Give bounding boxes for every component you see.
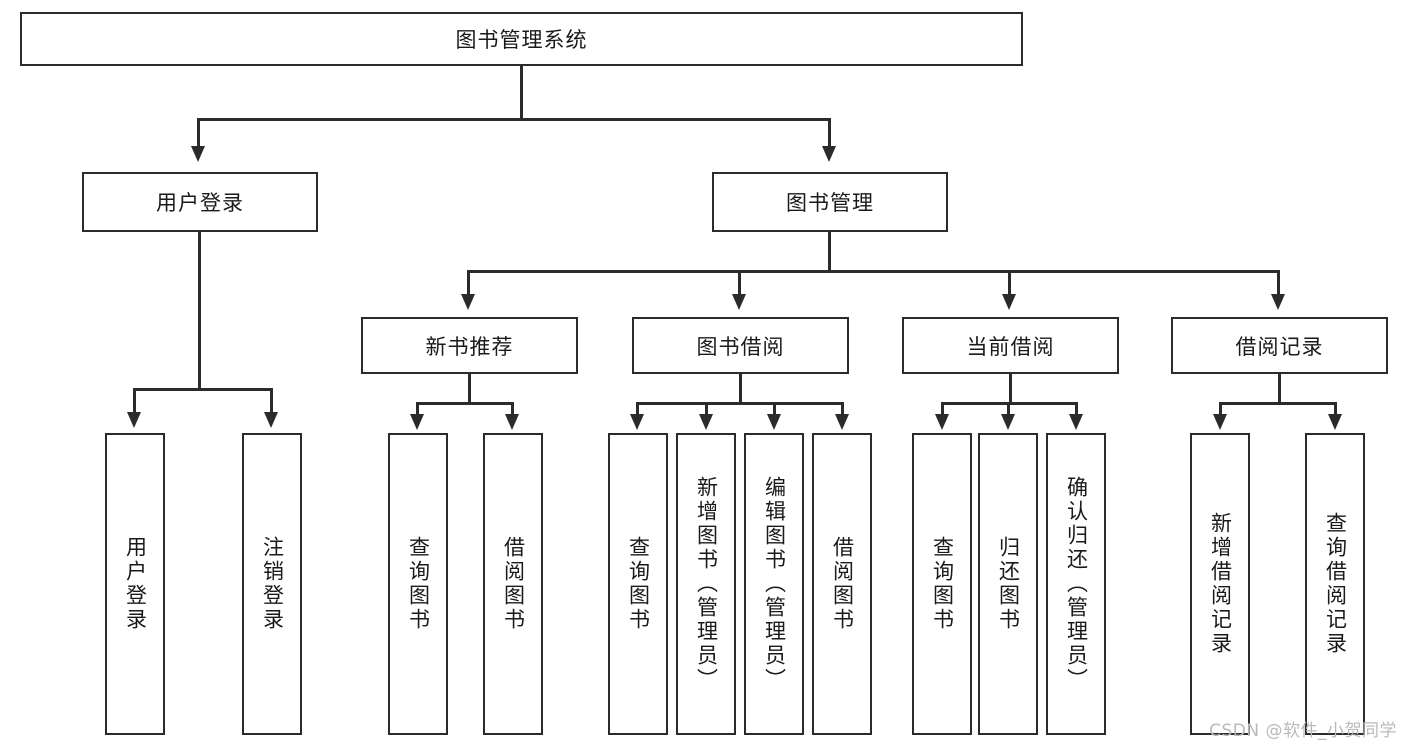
connector-user-login-stem: [198, 232, 201, 390]
connector-new-book-stem: [468, 374, 471, 404]
node-label: 用户登录: [156, 191, 244, 215]
connector-current-borrow-stem: [1009, 374, 1012, 404]
connector-new-book-leaf-2: [511, 402, 514, 416]
leaf-user-login-login[interactable]: 用户登录: [105, 433, 165, 735]
node-label: 用户登录: [123, 536, 148, 632]
node-label: 借阅记录: [1235, 334, 1324, 359]
node-label: 图书借阅: [696, 334, 785, 359]
arrowhead-borrow-record-leaf-2: [1328, 414, 1342, 430]
node-user-login[interactable]: 用户登录: [82, 172, 318, 232]
leaf-current-borrow-query[interactable]: 查询图书: [912, 433, 972, 735]
connector-book-borrow-leaf-4: [841, 402, 844, 416]
connector-borrow-record-leaf-1: [1219, 402, 1222, 416]
arrowhead-to-new-book: [461, 294, 475, 310]
arrowhead-to-borrow-record: [1271, 294, 1285, 310]
arrowhead-book-borrow-leaf-2: [699, 414, 713, 430]
leaf-book-borrow-borrow[interactable]: 借阅图书: [812, 433, 872, 735]
leaf-book-borrow-query[interactable]: 查询图书: [608, 433, 668, 735]
node-book-borrow[interactable]: 图书借阅: [632, 317, 849, 374]
node-label: 图书管理: [786, 191, 874, 215]
arrowhead-book-borrow-leaf-3: [767, 414, 781, 430]
node-label: 查询图书: [626, 536, 651, 632]
connector-book-borrow-leaf-3: [773, 402, 776, 416]
connector-book-borrow-bus: [636, 402, 844, 405]
arrowhead-book-borrow-leaf-1: [630, 414, 644, 430]
node-label: 查询图书: [406, 536, 431, 632]
connector-to-user-login: [197, 118, 200, 148]
connector-user-login-leaf-bus: [133, 388, 270, 391]
arrowhead-current-borrow-leaf-3: [1069, 414, 1083, 430]
connector-user-login-leaf-1: [133, 388, 136, 414]
csdn-watermark: CSDN @软件_小贺同学: [1209, 721, 1397, 741]
leaf-current-borrow-return[interactable]: 归还图书: [978, 433, 1038, 735]
connector-root-stem: [520, 66, 523, 120]
arrowhead-current-borrow-leaf-1: [935, 414, 949, 430]
node-root-library-system[interactable]: 图书管理系统: [20, 12, 1023, 66]
arrowhead-user-login-leaf-2: [264, 412, 278, 428]
connector-current-borrow-leaf-2: [1007, 402, 1010, 416]
node-label: 确认归还（管理员）: [1064, 476, 1089, 692]
connector-to-borrow-record: [1277, 270, 1280, 296]
node-label: 注销登录: [260, 536, 285, 632]
connector-book-manage-stem: [828, 232, 831, 272]
node-label: 查询图书: [930, 536, 955, 632]
arrowhead-to-user-login: [191, 146, 205, 162]
arrowhead-current-borrow-leaf-2: [1001, 414, 1015, 430]
node-label: 归还图书: [996, 536, 1021, 632]
leaf-borrow-record-add[interactable]: 新增借阅记录: [1190, 433, 1250, 735]
leaf-user-login-logout[interactable]: 注销登录: [242, 433, 302, 735]
leaf-book-borrow-add[interactable]: 新增图书（管理员）: [676, 433, 736, 735]
connector-to-current-borrow: [1008, 270, 1011, 296]
node-new-book-recommend[interactable]: 新书推荐: [361, 317, 578, 374]
connector-book-borrow-leaf-2: [705, 402, 708, 416]
arrowhead-user-login-leaf-1: [127, 412, 141, 428]
node-label: 新书推荐: [425, 334, 514, 359]
connector-level3-bus: [467, 270, 1280, 273]
connector-new-book-leaf-1: [416, 402, 419, 416]
node-borrow-record[interactable]: 借阅记录: [1171, 317, 1388, 374]
connector-level2-bus: [197, 118, 831, 121]
arrowhead-to-book-manage: [822, 146, 836, 162]
connector-borrow-record-stem: [1278, 374, 1281, 404]
connector-borrow-record-bus: [1219, 402, 1336, 405]
node-current-borrow[interactable]: 当前借阅: [902, 317, 1119, 374]
node-label: 新增借阅记录: [1208, 512, 1233, 656]
arrowhead-to-current-borrow: [1002, 294, 1016, 310]
arrowhead-book-borrow-leaf-4: [835, 414, 849, 430]
connector-new-book-bus: [416, 402, 513, 405]
connector-book-borrow-leaf-1: [636, 402, 639, 416]
node-label: 编辑图书（管理员）: [762, 476, 787, 692]
node-label: 图书管理系统: [455, 28, 588, 52]
node-label: 新增图书（管理员）: [694, 476, 719, 692]
connector-book-borrow-stem: [739, 374, 742, 404]
connector-current-borrow-leaf-3: [1075, 402, 1078, 416]
connector-user-login-leaf-2: [270, 388, 273, 414]
node-book-management[interactable]: 图书管理: [712, 172, 948, 232]
node-label: 借阅图书: [830, 536, 855, 632]
arrowhead-borrow-record-leaf-1: [1213, 414, 1227, 430]
leaf-book-borrow-edit[interactable]: 编辑图书（管理员）: [744, 433, 804, 735]
leaf-borrow-record-query[interactable]: 查询借阅记录: [1305, 433, 1365, 735]
connector-to-book-manage: [828, 118, 831, 148]
connector-to-new-book: [467, 270, 470, 296]
connector-borrow-record-leaf-2: [1334, 402, 1337, 416]
connector-current-borrow-leaf-1: [941, 402, 944, 416]
node-label: 借阅图书: [501, 536, 526, 632]
leaf-new-book-borrow[interactable]: 借阅图书: [483, 433, 543, 735]
arrowhead-to-book-borrow: [732, 294, 746, 310]
node-label: 查询借阅记录: [1323, 512, 1348, 656]
arrowhead-new-book-leaf-1: [410, 414, 424, 430]
node-label: 当前借阅: [966, 334, 1055, 359]
leaf-new-book-query[interactable]: 查询图书: [388, 433, 448, 735]
connector-to-book-borrow: [738, 270, 741, 296]
arrowhead-new-book-leaf-2: [505, 414, 519, 430]
leaf-current-borrow-confirm-return[interactable]: 确认归还（管理员）: [1046, 433, 1106, 735]
